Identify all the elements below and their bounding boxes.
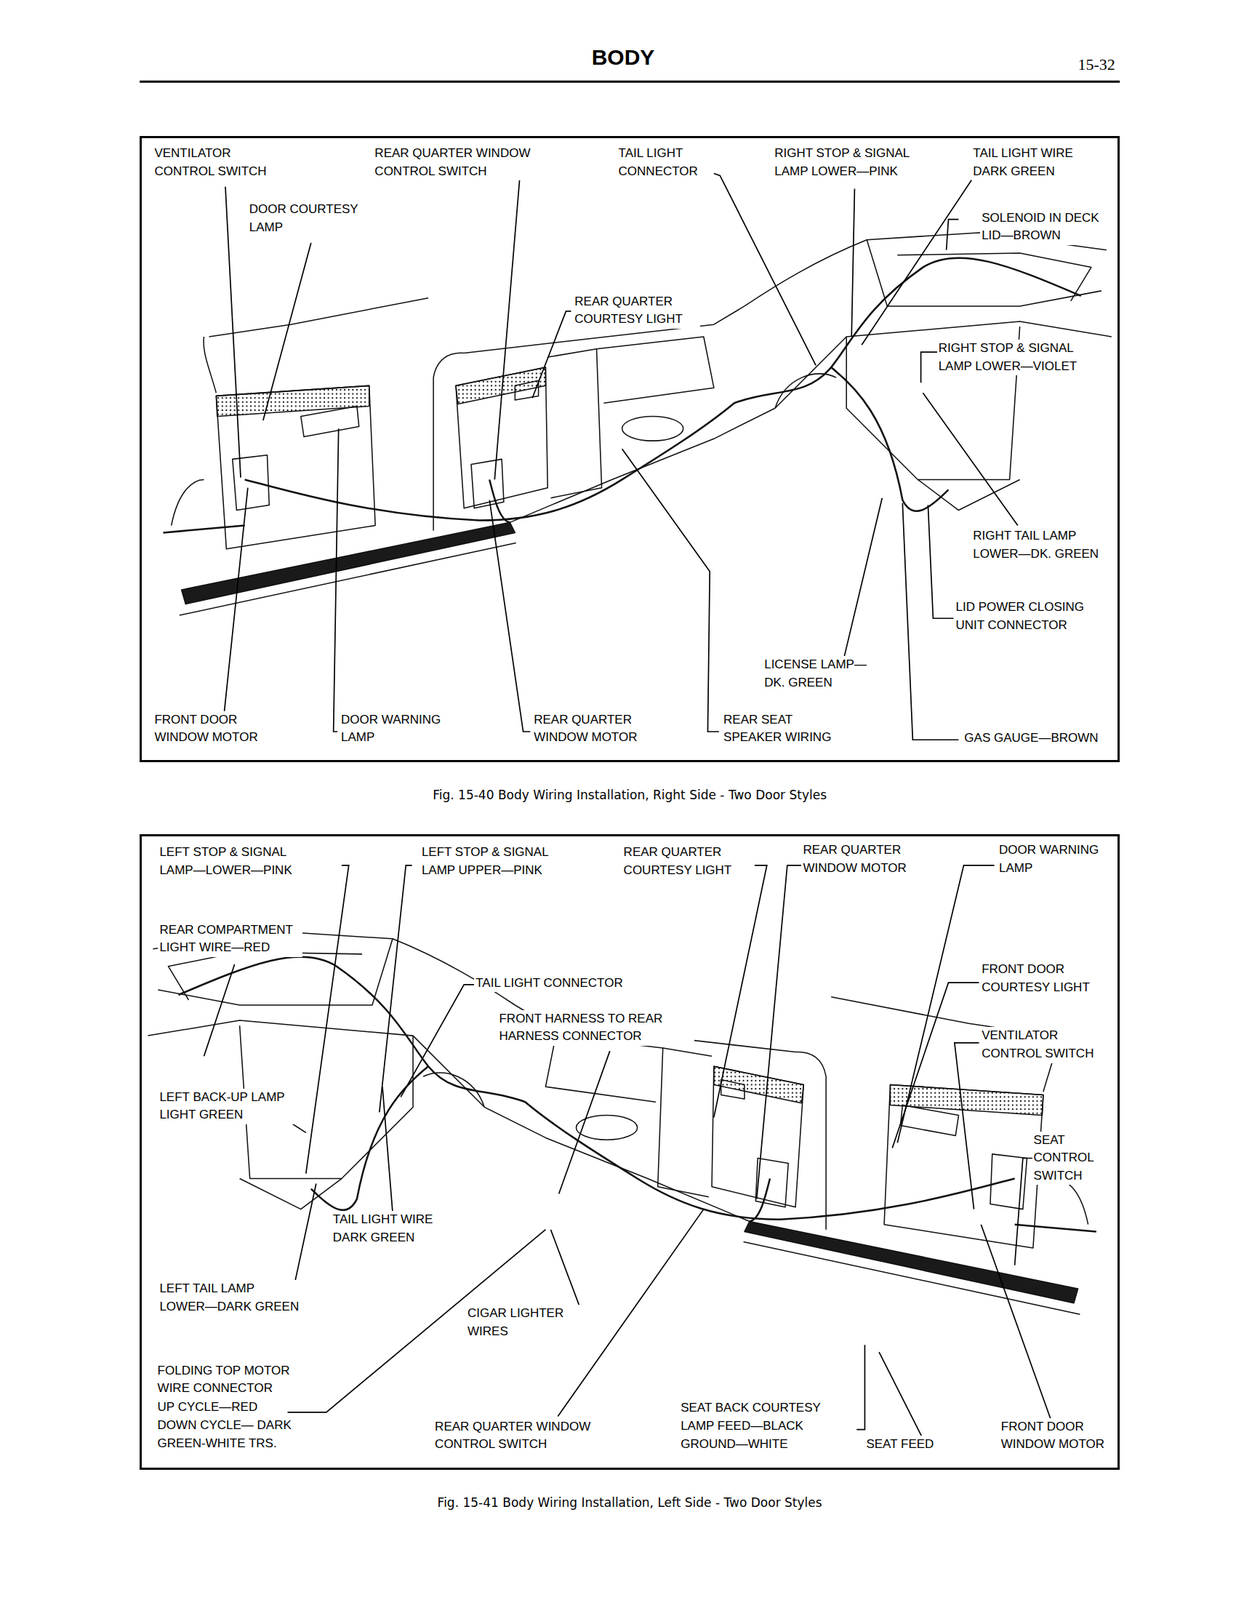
callout-label: CIGAR LIGHTER WIRES (466, 1304, 585, 1340)
leader-line (333, 428, 339, 732)
leader-line (559, 1050, 611, 1194)
leader-line (927, 505, 954, 619)
callout-label: TAIL LIGHT WIRE DARK GREEN (331, 1210, 468, 1247)
leader-line (400, 984, 480, 1097)
body-illustration (162, 232, 1111, 616)
leader-line (892, 982, 979, 1148)
callout-label: REAR SEAT SPEAKER WIRING (721, 711, 850, 747)
leader-line (204, 964, 235, 1056)
callout-label: LEFT TAIL LAMP LOWER—DARK GREEN (157, 1279, 303, 1316)
leader-line (489, 500, 531, 732)
leader-line (902, 503, 959, 741)
figure-caption: Fig. 15-41 Body Wiring Installation, Lef… (141, 1494, 1118, 1510)
leader-line (379, 865, 413, 1113)
callout-label: REAR QUARTER COURTESY LIGHT (572, 293, 701, 329)
page-title: BODY (591, 45, 656, 70)
leader-line (879, 1351, 923, 1439)
callout-label: FRONT DOOR WINDOW MOTOR (152, 711, 263, 747)
callout-label: RIGHT STOP & SIGNAL LAMP LOWER—VIOLET (937, 339, 1109, 376)
leader-line (224, 487, 248, 712)
leader-line (550, 1229, 584, 1316)
callout-label: LID POWER CLOSING UNIT CONNECTOR (953, 598, 1108, 634)
callout-label: RIGHT STOP & SIGNAL LAMP LOWER—PINK (772, 144, 944, 181)
callout-label: LICENSE LAMP— DK. GREEN (762, 655, 882, 692)
callout-label: DOOR WARNING LAMP (339, 711, 450, 747)
callout-label: UP CYCLE—RED (156, 1398, 284, 1417)
callout-label: SEAT FEED (864, 1435, 949, 1454)
leader-line (946, 219, 959, 251)
leader-line (861, 173, 976, 346)
callout-label: DOOR COURTESY LAMP (247, 200, 367, 237)
callout-label: LEFT STOP & SIGNAL LAMP—LOWER—PINK (157, 843, 320, 880)
leader-line (382, 1086, 393, 1213)
leader-line (713, 865, 768, 1118)
leader-line (844, 498, 882, 656)
callout-label: FRONT HARNESS TO REAR HARNESS CONNECTOR (497, 1009, 694, 1046)
callout-label: TAIL LIGHT CONNECTOR (617, 144, 711, 181)
header-rule (139, 80, 1120, 83)
leader-line (922, 392, 1018, 525)
leader-line (897, 865, 994, 1143)
leader-line (532, 311, 571, 398)
callout-label: SEAT BACK COURTESY LAMP FEED—BLACK GROUN… (679, 1398, 842, 1453)
callout-label: VENTILATOR CONTROL SWITCH (152, 144, 280, 181)
callout-label: LEFT BACK-UP LAMP LIGHT GREEN (157, 1088, 312, 1125)
leader-line (856, 1344, 865, 1429)
leader-lines (204, 173, 1051, 1439)
callout-label: SOLENOID IN DECK LID—BROWN (980, 209, 1108, 246)
callout-label: REAR QUARTER WINDOW MOTOR (801, 841, 920, 877)
leader-line (921, 351, 939, 383)
callout-label: REAR QUARTER WINDOW CONTROL SWITCH (372, 144, 544, 181)
callout-label: TAIL LIGHT CONNECTOR (474, 974, 654, 993)
callout-label: REAR QUARTER WINDOW MOTOR (532, 711, 642, 747)
leader-line (306, 865, 349, 1174)
callout-label: DOOR WARNING LAMP (997, 841, 1108, 877)
leader-line (263, 242, 312, 421)
leader-line (756, 865, 806, 1199)
leader-line (980, 1224, 1050, 1419)
leader-line (225, 186, 241, 478)
callout-label: FOLDING TOP MOTOR WIRE CONNECTOR (156, 1361, 310, 1398)
callout-label: REAR COMPARTMENT LIGHT WIRE—RED (157, 921, 303, 957)
leader-line (851, 189, 855, 337)
callout-label: FRONT DOOR WINDOW MOTOR (999, 1417, 1110, 1454)
figure-caption: Fig. 15-40 Body Wiring Installation, Rig… (141, 787, 1118, 802)
leader-line (285, 1183, 317, 1288)
leader-line (954, 1042, 980, 1210)
callout-label: VENTILATOR CONTROL SWITCH (980, 1026, 1108, 1063)
leader-line (713, 173, 816, 366)
callout-label: TAIL LIGHT WIRE DARK GREEN (971, 144, 1108, 181)
callout-label: LEFT STOP & SIGNAL LAMP UPPER—PINK (420, 843, 583, 880)
callout-label: REAR QUARTER COURTESY LIGHT (622, 843, 750, 880)
body-illustration (147, 931, 1096, 1314)
callout-label: SEAT CONTROL SWITCH (1032, 1131, 1109, 1186)
callout-label: GAS GAUGE—BROWN (962, 729, 1108, 748)
callout-label: REAR QUARTER WINDOW CONTROL SWITCH (433, 1417, 621, 1454)
page-number: 15-32 (1041, 53, 1117, 77)
callout-label: FRONT DOOR COURTESY LIGHT (980, 960, 1108, 997)
callout-label: RIGHT TAIL LAMP LOWER—DK. GREEN (971, 527, 1108, 563)
leader-line (622, 448, 720, 732)
leader-line (494, 173, 520, 480)
callout-label: DOWN CYCLE— DARK GREEN-WHITE TRS. (156, 1416, 344, 1452)
